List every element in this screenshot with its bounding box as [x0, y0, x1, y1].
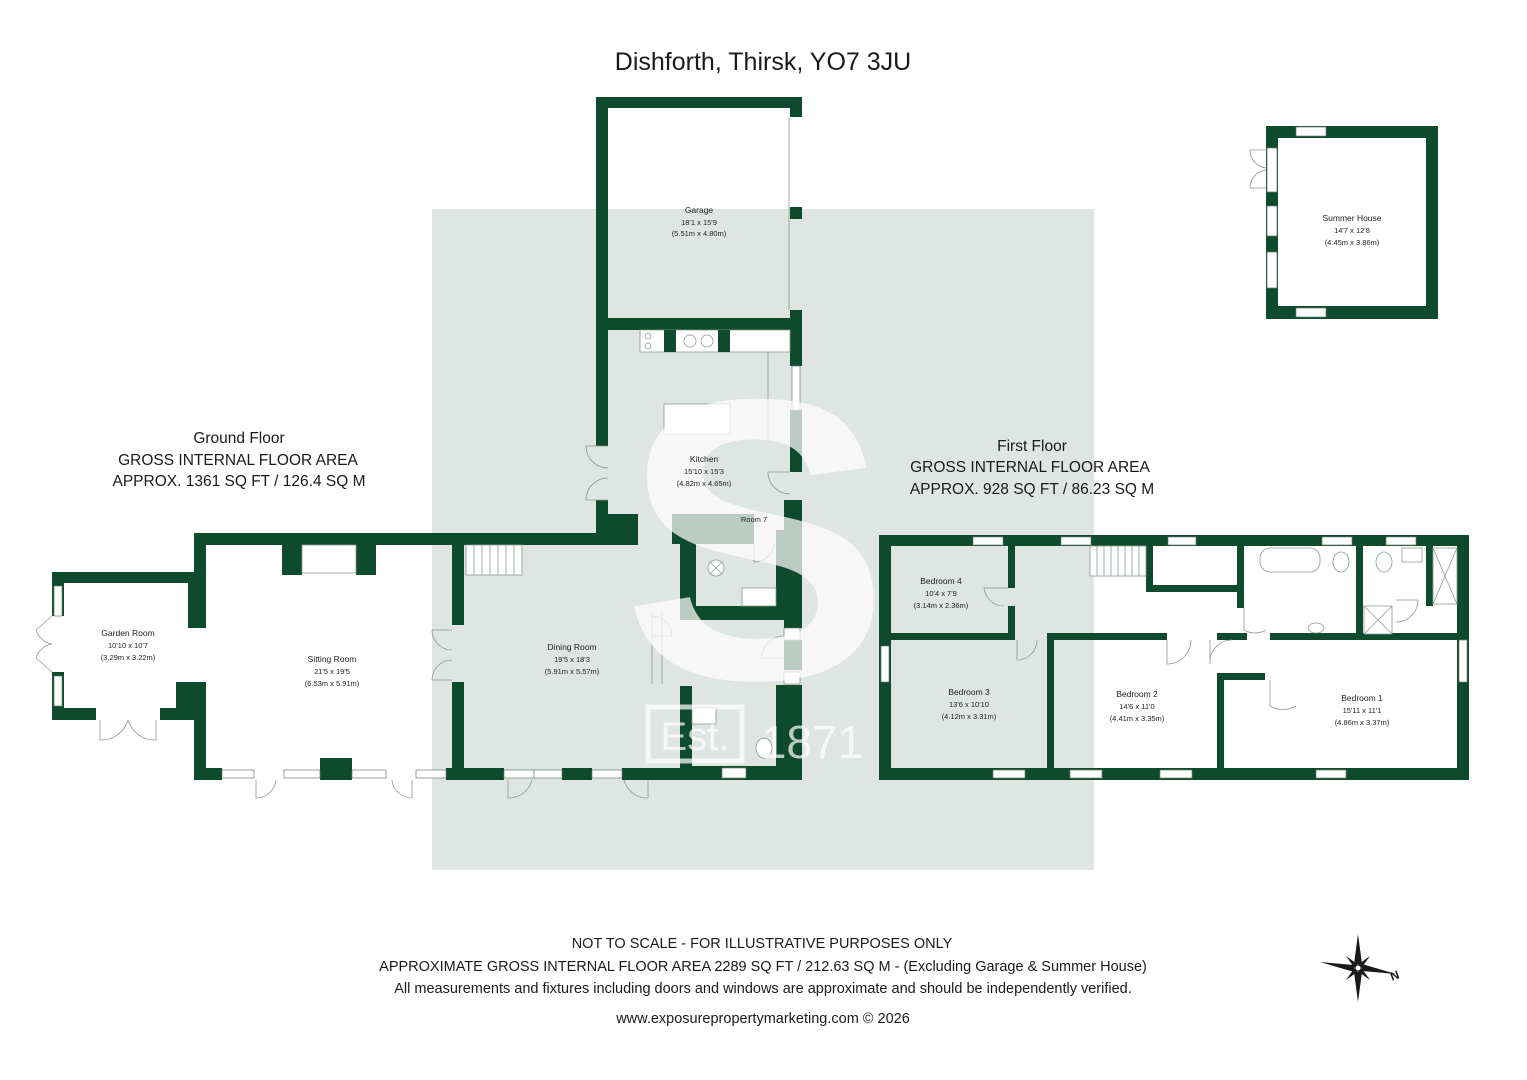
property-address-title: Dishforth, Thirsk, YO7 3JU [615, 48, 911, 76]
summer-house-metric: (4.45m x 3.86m) [1325, 238, 1380, 247]
room7-block [651, 514, 802, 780]
sitting-room-name: Sitting Room [308, 654, 357, 664]
watermark-est-box [645, 704, 745, 764]
dining-room-metric: (5.91m x 5.57m) [545, 667, 600, 676]
bedroom1-metric: (4.86m x 3.37m) [1335, 718, 1390, 727]
footer: NOT TO SCALE - FOR ILLUSTRATIVE PURPOSES… [379, 936, 1147, 1027]
first-floor-summary: First Floor GROSS INTERNAL FLOOR AREA AP… [910, 438, 1154, 498]
garage-metric: (5.51m x 4.80m) [672, 229, 727, 238]
watermark-year: 1871 [761, 716, 863, 768]
bedroom4-metric: (3.14m x 2.36m) [914, 601, 969, 610]
garden-room [35, 572, 200, 741]
bedroom4-name: Bedroom 4 [920, 576, 962, 586]
watermark-est: Est. [661, 715, 730, 759]
compass-icon: N [1320, 934, 1401, 1002]
compass-north-label: N [1388, 968, 1401, 984]
watermark-glyphs: S Est. 1871 [623, 316, 890, 768]
dining-room-name: Dining Room [547, 642, 596, 652]
summer-house [1249, 126, 1438, 319]
bedroom4-imperial: 10'4 x 7'9 [925, 589, 957, 598]
kitchen-imperial: 15'10 x 15'3 [684, 467, 724, 476]
kitchen-block [585, 318, 802, 780]
footer-scale-note: NOT TO SCALE - FOR ILLUSTRATIVE PURPOSES… [572, 936, 953, 952]
first-floor-name: First Floor [997, 438, 1067, 455]
bedroom1-imperial: 15'11 x 11'1 [1343, 706, 1382, 715]
footer-website: www.exposurepropertymarketing.com © 2026 [615, 1011, 910, 1027]
first-floor-plan [879, 535, 1469, 780]
garden-room-name: Garden Room [101, 628, 154, 638]
bedroom3-metric: (4.12m x 3.31m) [942, 712, 997, 721]
bedroom2-metric: (4.41m x 3.35m) [1110, 714, 1165, 723]
room7-name: Room 7 [741, 515, 767, 524]
footer-total-area: APPROXIMATE GROSS INTERNAL FLOOR AREA 22… [379, 959, 1147, 975]
first-floor-area-label: GROSS INTERNAL FLOOR AREA [910, 459, 1150, 476]
room-labels: Garage 18'1 x 15'9 (5.51m x 4.80m) Summe… [101, 205, 1390, 727]
dining-room-imperial: 19'5 x 18'3 [554, 655, 590, 664]
sitting-room [194, 533, 638, 799]
garden-room-metric: (3.29m x 3.22m) [101, 653, 156, 662]
first-floor-area-value: APPROX. 928 SQ FT / 86.23 SQ M [910, 481, 1154, 498]
summer-house-name: Summer House [1322, 213, 1381, 223]
ground-floor-area-value: APPROX. 1361 SQ FT / 126.4 SQ M [113, 473, 366, 490]
kitchen-metric: (4.82m x 4.65m) [677, 479, 732, 488]
dining-room [464, 615, 680, 799]
ground-floor-area-label: GROSS INTERNAL FLOOR AREA [118, 452, 358, 469]
garage [596, 97, 802, 330]
sitting-room-metric: (6.53m x 5.91m) [305, 679, 360, 688]
ground-floor-summary: Ground Floor GROSS INTERNAL FLOOR AREA A… [113, 430, 366, 490]
bedroom1-name: Bedroom 1 [1341, 693, 1383, 703]
bedroom2-name: Bedroom 2 [1116, 689, 1158, 699]
sitting-room-imperial: 21'5 x 19'5 [314, 667, 350, 676]
footer-disclaimer: All measurements and fixtures including … [394, 981, 1132, 997]
garden-room-imperial: 10'10 x 10'7 [108, 641, 148, 650]
ground-floor-name: Ground Floor [193, 430, 284, 447]
bedroom3-imperial: 13'6 x 10'10 [949, 700, 989, 709]
garage-imperial: 18'1 x 15'9 [681, 218, 717, 227]
bedroom2-imperial: 14'6 x 11'0 [1119, 702, 1154, 711]
kitchen-name: Kitchen [690, 454, 719, 464]
watermark-letter: S [623, 316, 890, 763]
garage-name: Garage [685, 205, 714, 215]
summer-house-imperial: 14'7 x 12'8 [1334, 226, 1370, 235]
bedroom3-name: Bedroom 3 [948, 687, 990, 697]
